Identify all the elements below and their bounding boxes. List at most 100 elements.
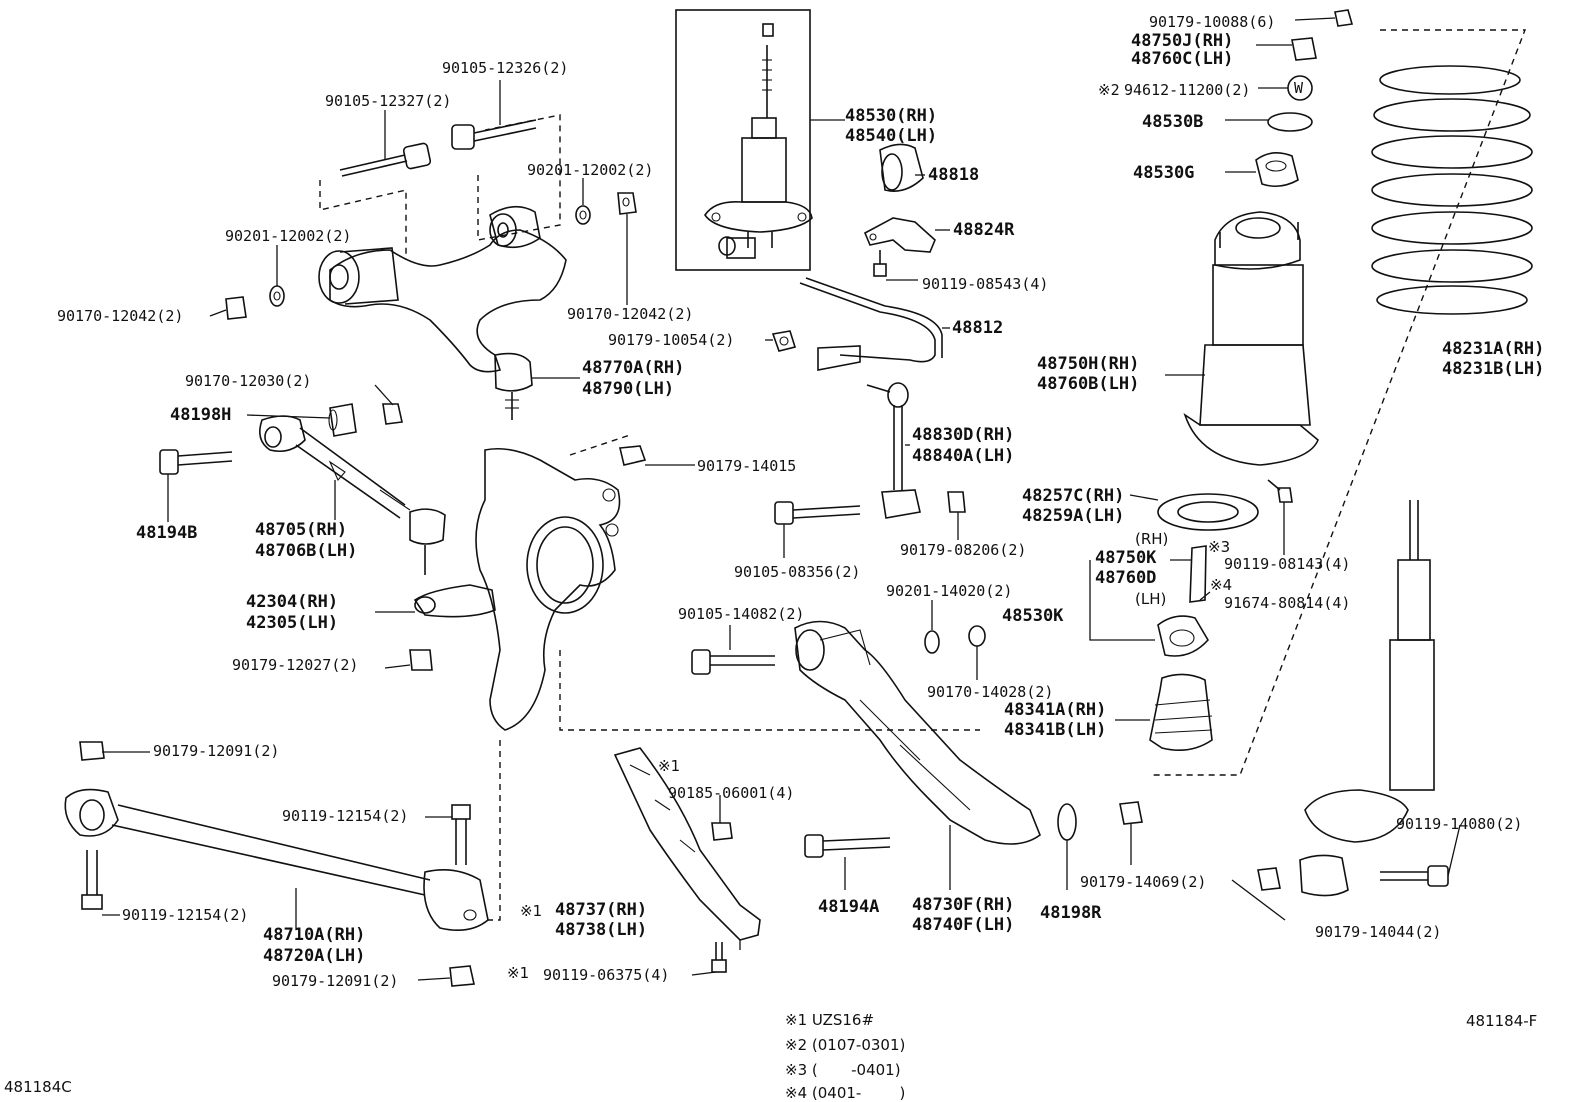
label-90179-14069: 90179-14069(2) <box>1080 873 1207 891</box>
label-48760d: 48760D <box>1095 568 1157 588</box>
label-90179-12091-b: 90179-12091(2) <box>272 972 399 990</box>
label-48530g: 48530G <box>1133 163 1195 183</box>
washer-48530b-icon <box>1267 112 1313 132</box>
mount-48530g-icon <box>1255 152 1299 188</box>
bolt-90119-12154-icon <box>451 804 471 865</box>
bolt-90119-12154b-icon <box>81 850 103 910</box>
label-48540: 48540(LH) <box>845 126 938 146</box>
label-48198r: 48198R <box>1040 903 1102 923</box>
bolt-48194b-icon <box>159 449 233 475</box>
label-48530: 48530(RH) <box>845 106 938 126</box>
label-91674-80814: 91674-80814(4) <box>1224 594 1351 612</box>
nut-90185-06001-icon <box>711 822 733 841</box>
nut-90179-12091b-icon <box>449 965 475 987</box>
bound-stopper-48341a-icon <box>1149 673 1213 751</box>
label-90105-08356: 90105-08356(2) <box>734 563 861 581</box>
label-48818: 48818 <box>928 165 980 185</box>
label-48740f: 48740F(LH) <box>912 915 1015 935</box>
nut-90201-12002-icon <box>575 205 591 225</box>
label-48194b: 48194B <box>136 523 198 543</box>
bolt-90119-06375-icon <box>711 942 727 973</box>
label-90179-08206: 90179-08206(2) <box>900 541 1027 559</box>
label-48840a: 48840A(LH) <box>912 446 1015 466</box>
nut-90179-10054-icon <box>771 330 797 352</box>
label-48737: 48737(RH) <box>555 900 648 920</box>
nut-90179-14069-icon <box>1119 801 1143 825</box>
label-48760b: 48760B(LH) <box>1037 374 1140 394</box>
label-90201-12002-a: 90201-12002(2) <box>527 161 654 179</box>
nut-90179-10088-icon <box>1334 9 1354 27</box>
label-48198h: 48198H <box>170 405 232 425</box>
label-90179-12091-a: 90179-12091(2) <box>153 742 280 760</box>
label-48530b: 48530B <box>1142 112 1204 132</box>
leader-lines <box>102 17 1461 981</box>
label-48750j: 48750J(RH) <box>1131 31 1234 51</box>
rear-shock-absorber[interactable] <box>1299 500 1435 897</box>
upper-arm-48770a[interactable] <box>318 205 567 420</box>
label-48790: 48790(LH) <box>582 379 675 399</box>
label-90179-10088: 90179-10088(6) <box>1149 13 1276 31</box>
mount-48530k-icon <box>1157 615 1209 657</box>
label-90105-12327: 90105-12327(2) <box>325 92 452 110</box>
bolt-90105-14082-icon <box>691 649 775 675</box>
label-rh-tag: (RH) <box>1135 530 1169 548</box>
label-90201-14020: 90201-14020(2) <box>886 582 1013 600</box>
nut-90170-14028-icon <box>968 625 986 647</box>
label-94612-11200: 94612-11200(2) <box>1124 81 1251 99</box>
label-90105-14082: 90105-14082(2) <box>678 605 805 623</box>
nut-90179-12091-icon <box>79 741 105 761</box>
note-2: ※2 (0107-0301) <box>785 1036 906 1054</box>
coil-spring-48231a[interactable] <box>1371 65 1533 315</box>
label-90119-12154-b: 90119-12154(2) <box>122 906 249 924</box>
label-mark-2: ※2 <box>1098 81 1120 99</box>
cover-48737[interactable] <box>613 747 761 941</box>
label-90119-06375: 90119-06375(4) <box>543 966 670 984</box>
bolt-90105-08356-icon <box>774 501 861 525</box>
label-48738: 48738(LH) <box>555 920 648 940</box>
lateral-arm-48710a[interactable] <box>64 788 489 931</box>
bushing-48198h-icon <box>328 403 357 437</box>
toe-arm-48705[interactable] <box>259 415 446 575</box>
nut-48750j-icon <box>1291 37 1317 61</box>
label-90201-12002-b: 90201-12002(2) <box>225 227 352 245</box>
label-90185-06001: 90185-06001(4) <box>668 784 795 802</box>
nut-90179-08206-icon <box>947 491 966 513</box>
label-48750k: 48750K <box>1095 548 1157 568</box>
steering-knuckle-42304[interactable] <box>413 447 621 731</box>
label-mark-3: ※3 <box>1208 538 1231 556</box>
bolt-48194a-icon <box>804 834 891 858</box>
nut-90179-14015-icon <box>619 445 647 466</box>
nut-90201-12002b-icon <box>269 285 285 307</box>
label-42305: 42305(LH) <box>246 613 339 633</box>
stabilizer-link-48830d[interactable] <box>866 382 921 519</box>
label-48341b: 48341B(LH) <box>1004 720 1107 740</box>
spacer-48750k-icon <box>1189 545 1207 603</box>
label-48830d: 48830D(RH) <box>912 425 1015 445</box>
note-4: ※4 (0401- ) <box>785 1084 906 1102</box>
label-48231b: 48231B(LH) <box>1442 359 1545 379</box>
label-48259a: 48259A(LH) <box>1022 506 1125 526</box>
label-48194a: 48194A <box>818 897 880 917</box>
nut-90170-12042b-icon <box>225 296 247 320</box>
lower-arm-48730f[interactable] <box>794 620 1041 845</box>
label-90170-14028: 90170-14028(2) <box>927 683 1054 701</box>
nut-90170-12042-icon <box>617 192 637 215</box>
label-48706b: 48706B(LH) <box>255 541 358 561</box>
mark-1-a: ※1 <box>658 757 681 775</box>
label-90119-12154-a: 90119-12154(2) <box>282 807 409 825</box>
shock-absorber-48530[interactable] <box>675 9 813 271</box>
bolt-90119-08543-icon <box>873 250 887 277</box>
bolt-90105-12326-icon <box>451 119 537 150</box>
label-90119-14080: 90119-14080(2) <box>1396 815 1523 833</box>
mark-1-b: ※1 <box>520 902 543 920</box>
stabilizer-bar-48812[interactable] <box>799 277 943 371</box>
label-48730f: 48730F(RH) <box>912 895 1015 915</box>
label-48710a: 48710A(RH) <box>263 925 366 945</box>
label-90179-10054: 90179-10054(2) <box>608 331 735 349</box>
air-spring-48750h[interactable] <box>1183 211 1319 466</box>
bolt-90119-08143-icon <box>1267 479 1293 503</box>
label-90179-12027: 90179-12027(2) <box>232 656 359 674</box>
label-90105-12326: 90105-12326(2) <box>442 59 569 77</box>
label-90170-12042-b: 90170-12042(2) <box>567 305 694 323</box>
